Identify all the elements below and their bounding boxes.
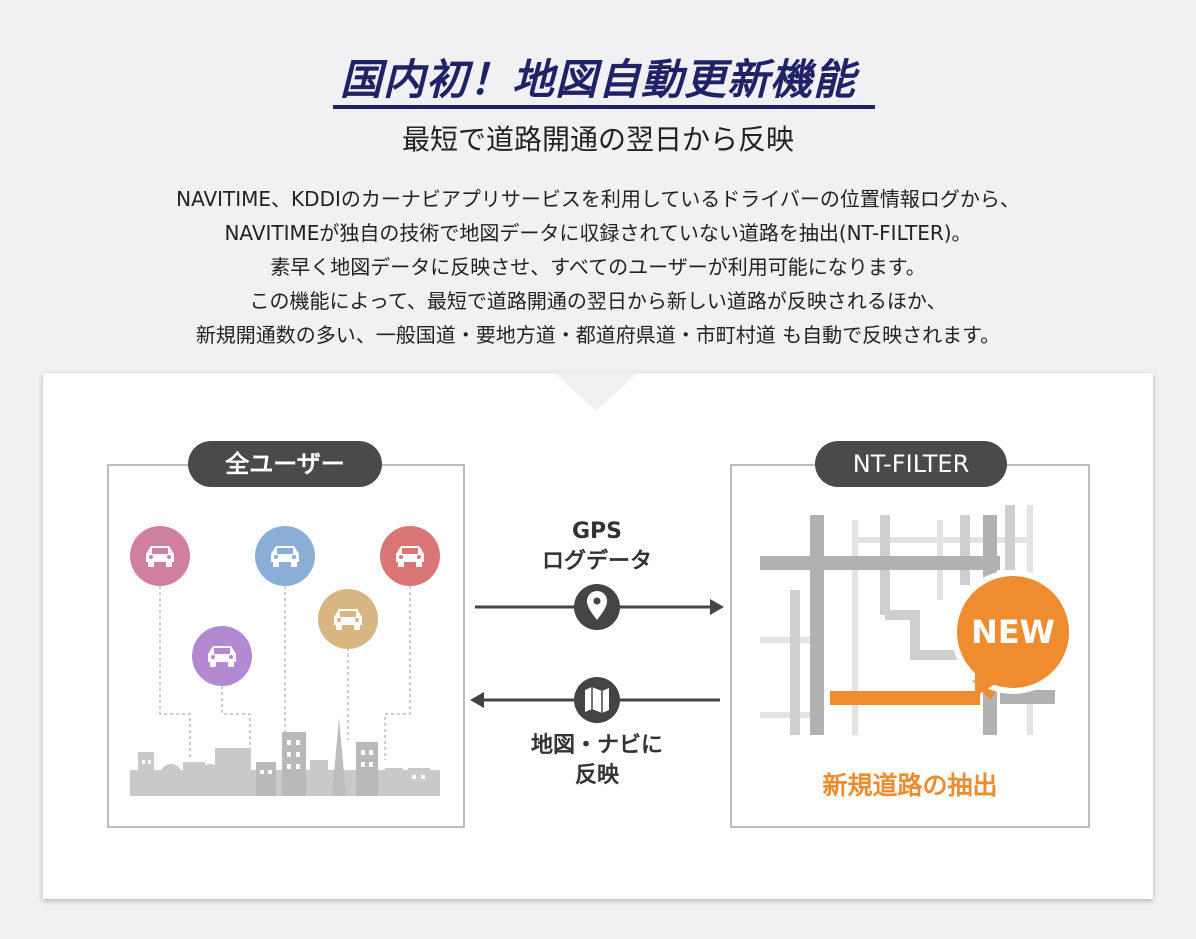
description-line: NAVITIME、KDDIのカーナビアプリサービスを利用しているドライバーの位置… [176, 187, 1020, 211]
description-line: この機能によって、最短で道路開通の翌日から新しい道路が反映されるほか、 [249, 289, 947, 313]
new-badge-bubble [951, 570, 1075, 700]
description: NAVITIME、KDDIのカーナビアプリサービスを利用しているドライバーの位置… [0, 182, 1196, 352]
car-icon [192, 626, 252, 686]
map-reflect-label: 地図・ナビに 反映 [497, 731, 697, 791]
map-reflect-label-line: 反映 [574, 763, 619, 788]
page-title: 国内初！地図自動更新機能 [339, 55, 856, 104]
map-icon [574, 677, 620, 723]
city-skyline-icon [130, 718, 440, 796]
location-pin-icon [574, 584, 620, 630]
new-road-highlight [830, 691, 980, 705]
description-line: NAVITIMEが独自の技術で地図データに収録されていない道路を抽出(NT-FI… [224, 221, 972, 245]
extract-label: 新規道路の抽出 [822, 771, 998, 800]
all-users-label: 全ユーザー [188, 441, 382, 487]
nt-filter-label: NT-FILTER [815, 441, 1007, 487]
description-line: 素早く地図データに反映させ、すべてのユーザーが利用可能になります。 [270, 255, 926, 279]
title-underline [333, 105, 875, 109]
description-line: 新規開通数の多い、一般国道・要地方道・都道府県道・市町村道 も自動で反映されます… [195, 323, 1001, 347]
car-icon [255, 526, 315, 586]
car-icon [380, 526, 440, 586]
panel-notch [554, 373, 638, 411]
page-subtitle: 最短で道路開通の翌日から反映 [401, 123, 794, 156]
car-icon [130, 526, 190, 586]
gps-label-line: GPS [571, 519, 623, 544]
gps-label-line: ログデータ [541, 549, 652, 574]
new-badge: NEW [971, 613, 1055, 651]
car-icon [318, 589, 378, 649]
map-reflect-label-line: 地図・ナビに [530, 733, 663, 758]
gps-label: GPS ログデータ [497, 517, 697, 577]
